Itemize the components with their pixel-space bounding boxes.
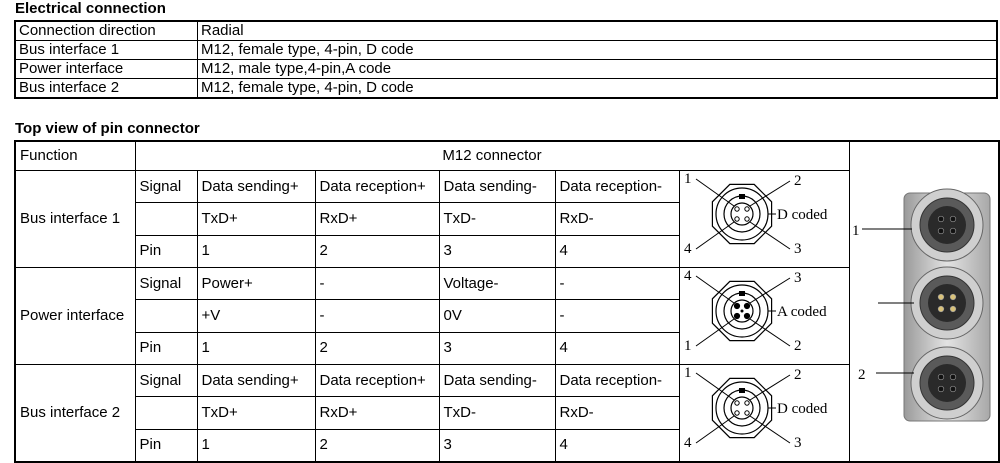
pin-number-label: 3 bbox=[794, 435, 802, 451]
pin-number-label: 2 bbox=[794, 173, 802, 189]
signal-cell: Data reception- bbox=[554, 363, 680, 398]
pin-number-label: 4 bbox=[684, 435, 692, 451]
signal-cell: TxD- bbox=[438, 396, 556, 430]
signal-cell: - bbox=[314, 266, 440, 301]
pin-number-label: 2 bbox=[794, 367, 802, 383]
coding-label: D coded bbox=[777, 401, 828, 417]
row-type-label bbox=[134, 299, 198, 333]
signal-cell: RxD- bbox=[554, 396, 680, 430]
signal-cell: 1 bbox=[196, 331, 316, 366]
connector-photo: 12 bbox=[852, 188, 991, 421]
function-header: Function bbox=[14, 140, 136, 171]
signal-cell: 4 bbox=[554, 428, 680, 463]
signal-cell: 0V bbox=[438, 299, 556, 333]
d-coded-connector-diagram: 1 2 4 3 D coded bbox=[684, 365, 828, 451]
pin-connector-title: Top view of pin connector bbox=[15, 120, 200, 137]
signal-cell: 2 bbox=[314, 428, 440, 463]
signal-cell: RxD+ bbox=[314, 202, 440, 236]
signal-cell: RxD- bbox=[554, 202, 680, 236]
signal-cell: 3 bbox=[438, 428, 556, 463]
a-coded-connector-diagram: 4 3 1 2 A coded bbox=[684, 268, 827, 355]
property-label: Power interface bbox=[14, 59, 198, 79]
table-row: +V-0V- bbox=[15, 299, 999, 333]
signal-cell: - bbox=[554, 266, 680, 301]
signal-cell: +V bbox=[196, 299, 316, 333]
row-type-label: Signal bbox=[134, 169, 198, 204]
coding-label: A coded bbox=[777, 304, 827, 320]
pin-number-label: 1 bbox=[684, 365, 692, 381]
property-value: Radial bbox=[197, 20, 998, 41]
signal-cell: Data reception+ bbox=[314, 169, 440, 204]
row-type-label bbox=[134, 202, 198, 236]
row-type-label: Pin bbox=[134, 234, 198, 269]
signal-cell: Data sending- bbox=[438, 363, 556, 398]
pin-number-label: 2 bbox=[794, 338, 802, 354]
connector-diagram-cell: 4 3 1 2 A coded bbox=[678, 267, 850, 365]
electrical-connection-title: Electrical connection bbox=[15, 0, 166, 17]
signal-cell: 2 bbox=[314, 234, 440, 269]
interface-name: Bus interface 1 bbox=[14, 170, 136, 268]
signal-cell: - bbox=[314, 299, 440, 333]
table-row: TxD+RxD+TxD-RxD- bbox=[15, 396, 999, 430]
interface-name: Power interface bbox=[14, 267, 136, 365]
signal-cell: Voltage- bbox=[438, 266, 556, 301]
signal-cell: TxD+ bbox=[196, 202, 316, 236]
signal-cell: Power+ bbox=[196, 266, 316, 301]
signal-cell: Data reception- bbox=[554, 169, 680, 204]
connector-diagram-cell: 1 2 4 3 D coded bbox=[678, 364, 850, 463]
property-label: Bus interface 1 bbox=[14, 40, 198, 60]
property-label: Connection direction bbox=[14, 20, 198, 41]
signal-cell: 1 bbox=[196, 234, 316, 269]
signal-cell: Data sending+ bbox=[196, 169, 316, 204]
signal-cell: - bbox=[554, 299, 680, 333]
property-value: M12, female type, 4-pin, D code bbox=[197, 40, 998, 60]
pin-number-label: 1 bbox=[684, 338, 692, 354]
signal-cell: 3 bbox=[438, 234, 556, 269]
property-label: Bus interface 2 bbox=[14, 78, 198, 99]
signal-cell: TxD+ bbox=[196, 396, 316, 430]
row-type-label: Pin bbox=[134, 331, 198, 366]
pin-number-label: 1 bbox=[684, 171, 692, 187]
pin-number-label: 4 bbox=[684, 268, 692, 284]
interface-name: Bus interface 2 bbox=[14, 364, 136, 463]
row-type-label: Pin bbox=[134, 428, 198, 463]
property-value: M12, female type, 4-pin, D code bbox=[197, 78, 998, 99]
signal-cell: RxD+ bbox=[314, 396, 440, 430]
signal-cell: Data reception+ bbox=[314, 363, 440, 398]
signal-cell: 1 bbox=[196, 428, 316, 463]
pin-number-label: 3 bbox=[794, 241, 802, 257]
photo-label-1: 1 bbox=[852, 223, 860, 239]
signal-cell: TxD- bbox=[438, 202, 556, 236]
signal-cell: 4 bbox=[554, 234, 680, 269]
row-type-label bbox=[134, 396, 198, 430]
table-row: TxD+RxD+TxD-RxD- bbox=[15, 202, 999, 236]
row-type-label: Signal bbox=[134, 363, 198, 398]
pin-number-label: 4 bbox=[684, 241, 692, 257]
d-coded-connector-diagram: 1 2 4 3 D coded bbox=[684, 171, 828, 258]
connector-diagram-cell: 1 2 4 3 D coded bbox=[678, 170, 850, 268]
row-type-label: Signal bbox=[134, 266, 198, 301]
property-value: M12, male type,4-pin,A code bbox=[197, 59, 998, 79]
signal-cell: 4 bbox=[554, 331, 680, 366]
photo-label-2: 2 bbox=[858, 367, 866, 383]
signal-cell: 3 bbox=[438, 331, 556, 366]
signal-cell: Data sending- bbox=[438, 169, 556, 204]
pin-number-label: 3 bbox=[794, 270, 802, 286]
m12-connector-header: M12 connector bbox=[134, 140, 850, 171]
coding-label: D coded bbox=[777, 207, 828, 223]
signal-cell: 2 bbox=[314, 331, 440, 366]
signal-cell: Data sending+ bbox=[196, 363, 316, 398]
